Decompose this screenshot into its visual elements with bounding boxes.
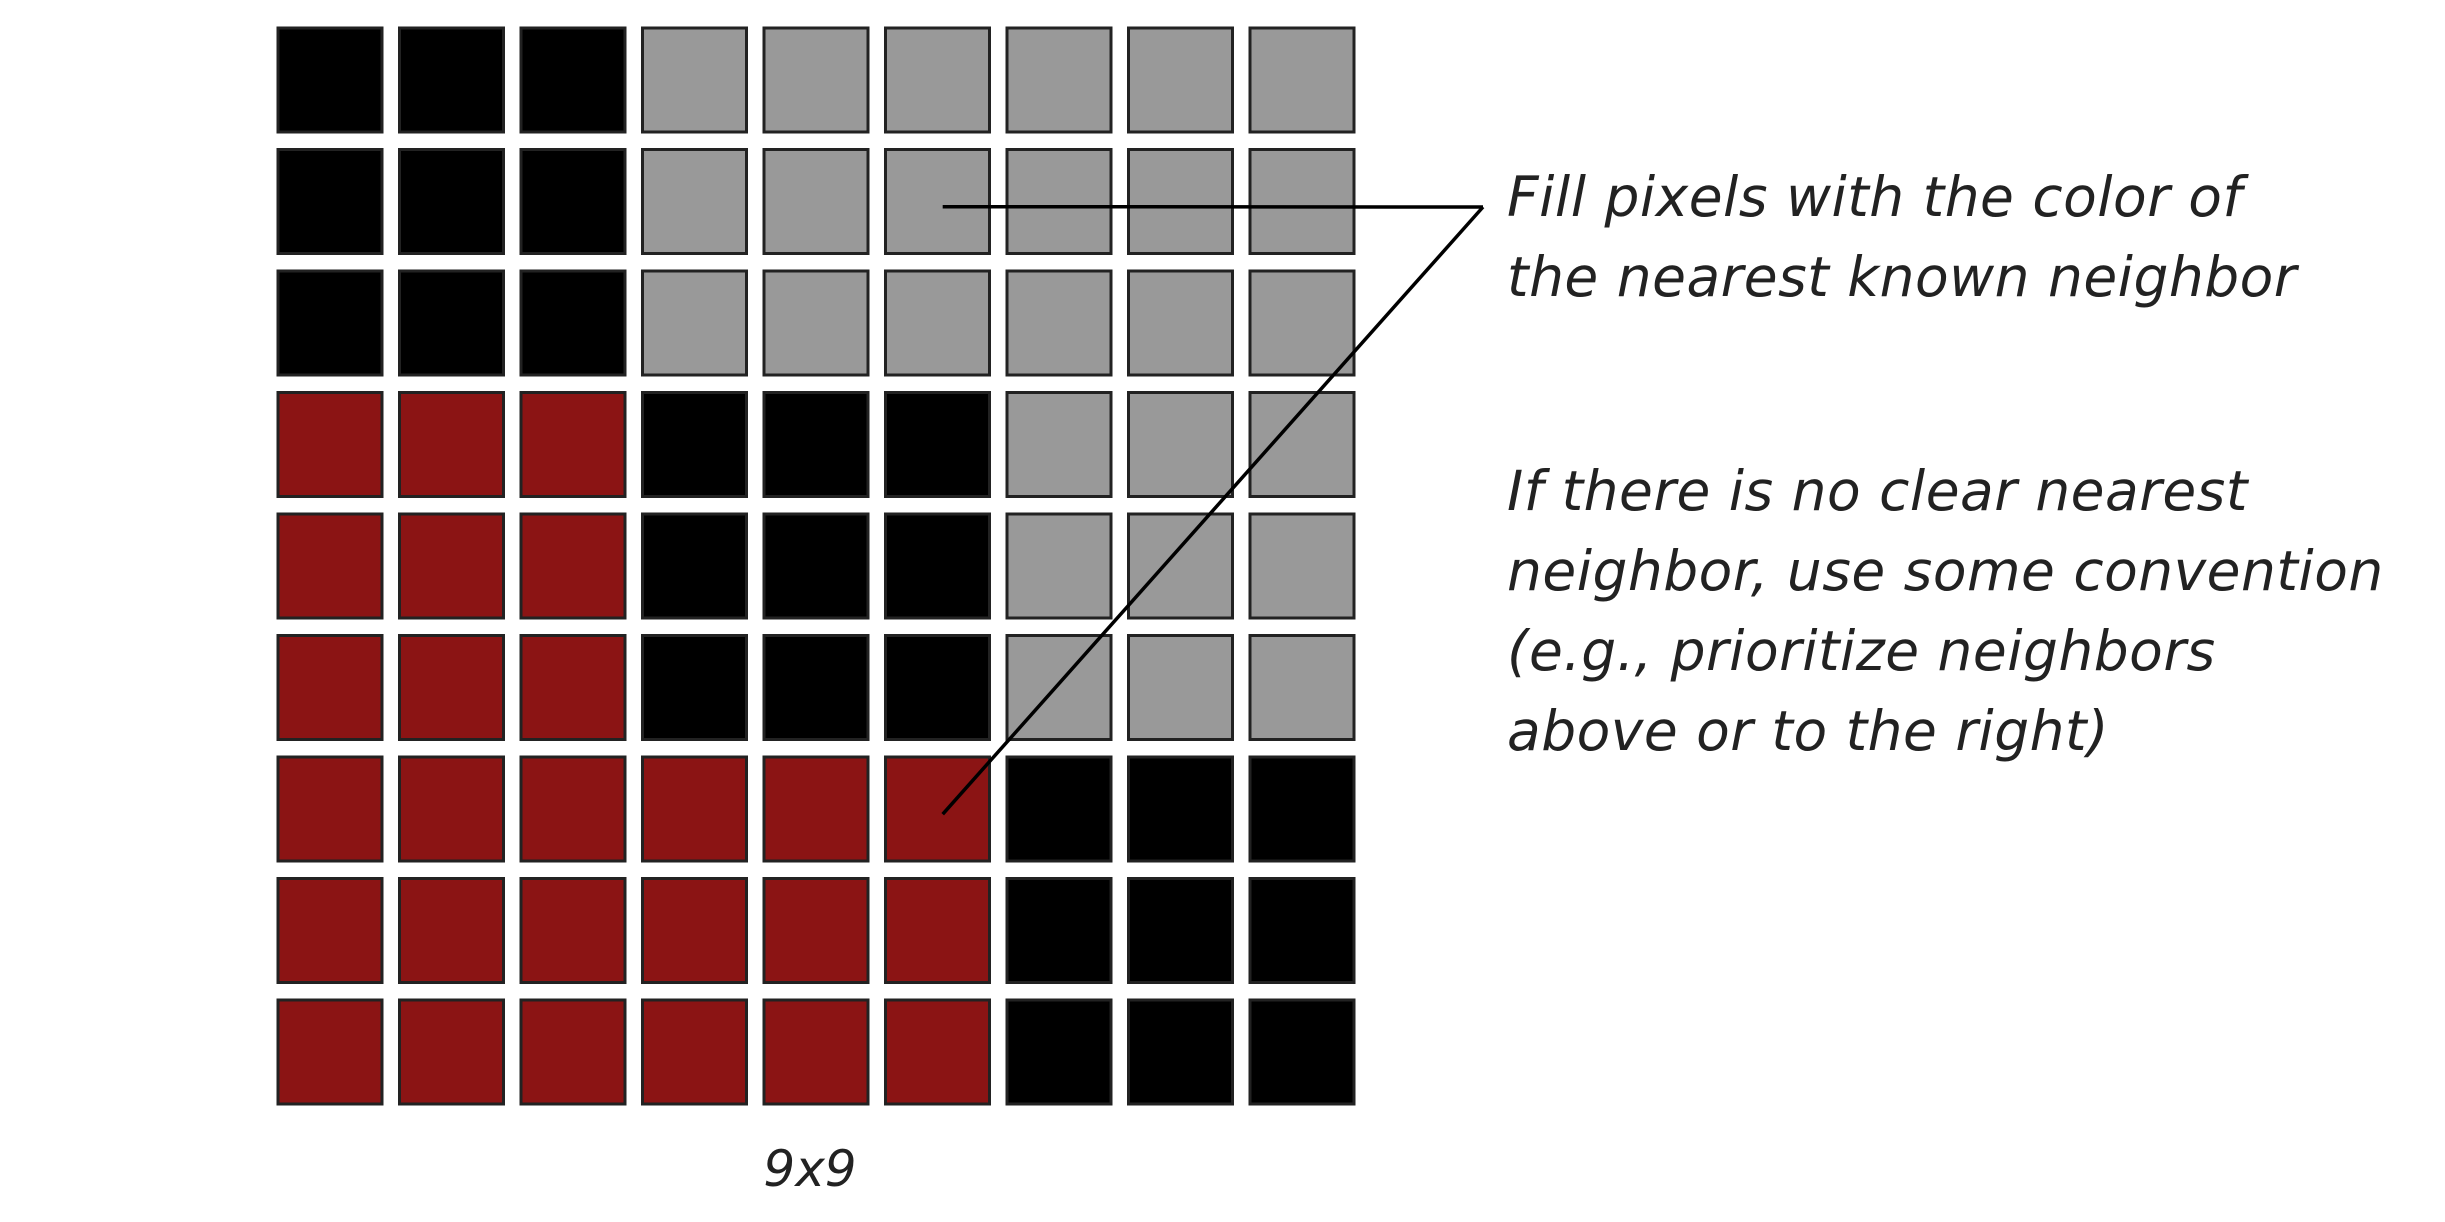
pixel-cell-black	[1248, 877, 1356, 984]
pixel-cell-black	[1127, 998, 1234, 1106]
tie-rule-line-1: If there is no clear nearest	[1507, 459, 2248, 523]
pixel-cell-gray	[641, 148, 748, 255]
pixel-cell-red	[884, 877, 991, 984]
pixel-cell-black	[884, 391, 991, 498]
pixel-cell-gray	[1127, 512, 1234, 620]
pixel-cell-red	[519, 512, 627, 620]
pixel-cell-gray	[1127, 634, 1234, 741]
pixel-cell-black	[1005, 877, 1113, 984]
pixel-cell-black	[1127, 877, 1234, 984]
pixel-cell-gray	[641, 26, 748, 134]
pixel-cell-gray	[1127, 148, 1234, 255]
pixel-cell-red	[398, 877, 505, 984]
pixel-cell-gray	[1248, 148, 1356, 255]
tie-rule-line-2: neighbor, use some convention	[1507, 539, 2384, 603]
pixel-cell-black	[641, 391, 748, 498]
pixel-cell-gray	[1248, 634, 1356, 741]
pixel-cell-black	[519, 148, 627, 255]
pixel-cell-red	[762, 998, 870, 1106]
pixel-cell-gray	[884, 26, 991, 134]
pixel-cell-black	[1005, 755, 1113, 863]
pixel-cell-black	[884, 634, 991, 741]
fill-rule-annotation: Fill pixels with the color of the neares…	[1507, 157, 2407, 317]
pixel-cell-black	[1248, 998, 1356, 1106]
pixel-cell-gray	[1127, 26, 1234, 134]
pixel-cell-red	[276, 755, 384, 863]
tie-rule-annotation: If there is no clear nearest neighbor, u…	[1507, 451, 2407, 771]
pixel-cell-black	[519, 269, 627, 377]
pixel-cell-gray	[641, 269, 748, 377]
pixel-cell-red	[398, 998, 505, 1106]
pixel-cell-red	[519, 755, 627, 863]
pixel-cell-red	[641, 755, 748, 863]
grid-size-caption: 9x9	[763, 1140, 857, 1198]
fill-rule-line-2: the nearest known neighbor	[1507, 245, 2297, 309]
pixel-cell-black	[276, 148, 384, 255]
pixel-cell-red	[398, 391, 505, 498]
pixel-cell-black	[762, 391, 870, 498]
pixel-cell-black	[762, 512, 870, 620]
fill-rule-line-1: Fill pixels with the color of	[1507, 165, 2243, 229]
pixel-cell-black	[1005, 998, 1113, 1106]
pixel-cell-red	[519, 634, 627, 741]
pixel-cell-red	[519, 998, 627, 1106]
pixel-cell-red	[519, 391, 627, 498]
pixel-cell-red	[884, 998, 991, 1106]
pixel-cell-black	[519, 26, 627, 134]
pixel-cell-gray	[1127, 391, 1234, 498]
pixel-cell-red	[641, 998, 748, 1106]
leader-lines	[941, 204, 1485, 816]
pixel-cell-gray	[1248, 512, 1356, 620]
pixel-cell-gray	[1248, 26, 1356, 134]
pixel-cell-red	[641, 877, 748, 984]
pixel-cell-gray	[1127, 269, 1234, 377]
pixel-cell-gray	[1005, 26, 1113, 134]
pixel-cell-gray	[1005, 391, 1113, 498]
pixel-cell-red	[398, 512, 505, 620]
pixel-grid	[276, 26, 1356, 1106]
pixel-cell-red	[762, 755, 870, 863]
pixel-cell-black	[398, 148, 505, 255]
pixel-cell-red	[884, 755, 991, 863]
pixel-cell-black	[884, 512, 991, 620]
pixel-cell-black	[641, 634, 748, 741]
pixel-cell-gray	[884, 269, 991, 377]
pixel-cell-black	[276, 26, 384, 134]
pixel-cell-red	[398, 634, 505, 741]
pixel-cell-gray	[1005, 512, 1113, 620]
pixel-cell-red	[276, 877, 384, 984]
pixel-cell-red	[276, 391, 384, 498]
pixel-cell-black	[762, 634, 870, 741]
pixel-cell-black	[398, 269, 505, 377]
pixel-cell-gray	[762, 269, 870, 377]
pixel-cell-gray	[762, 26, 870, 134]
pixel-cell-black	[641, 512, 748, 620]
pixel-cell-red	[398, 755, 505, 863]
pixel-cell-gray	[1005, 148, 1113, 255]
tie-rule-line-4: above or to the right)	[1507, 699, 2110, 763]
pixel-cell-red	[276, 512, 384, 620]
pixel-cell-red	[276, 634, 384, 741]
pixel-cell-gray	[1005, 269, 1113, 377]
pixel-cell-black	[1248, 755, 1356, 863]
pixel-cell-gray	[884, 148, 991, 255]
pixel-cell-gray	[1248, 269, 1356, 377]
pixel-cell-black	[398, 26, 505, 134]
pixel-cell-red	[276, 998, 384, 1106]
pixel-cell-red	[519, 877, 627, 984]
pixel-cell-gray	[762, 148, 870, 255]
tie-rule-line-3: (e.g., prioritize neighbors	[1507, 619, 2216, 683]
pixel-cell-black	[276, 269, 384, 377]
pixel-cell-black	[1127, 755, 1234, 863]
pixel-cell-red	[762, 877, 870, 984]
leader-line-2	[941, 205, 1485, 816]
